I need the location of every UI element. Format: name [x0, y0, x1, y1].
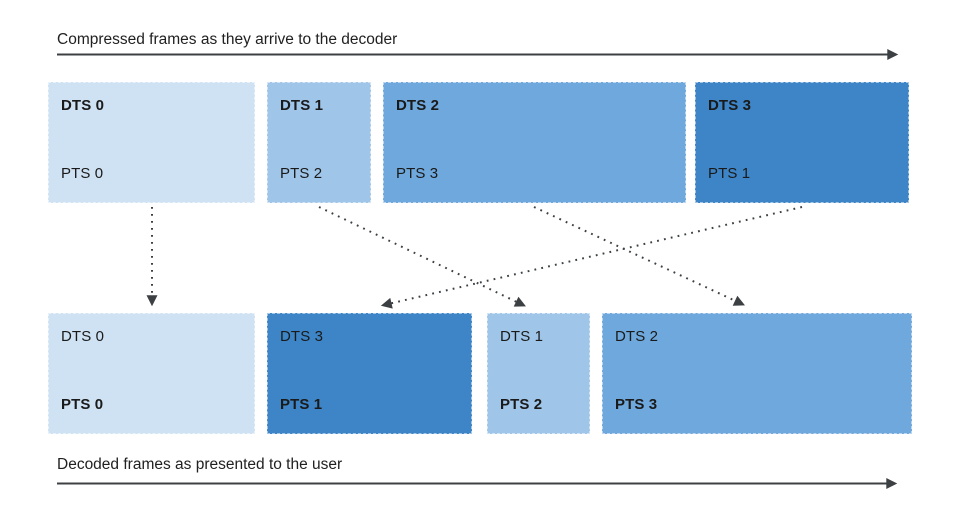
decoded-frame-2: DTS 1 PTS 2	[487, 313, 590, 434]
pts-label: PTS 0	[61, 165, 104, 182]
pts-label: PTS 1	[708, 165, 751, 182]
dts-label: DTS 3	[280, 328, 324, 345]
pts-label: PTS 2	[280, 165, 323, 182]
pts-label: PTS 1	[280, 396, 323, 413]
connector-dts1-to-pts2	[318, 206, 526, 307]
compressed-frame-2: DTS 2 PTS 3	[383, 82, 686, 203]
compressed-frame-3: DTS 3 PTS 1	[695, 82, 909, 203]
dts-label: DTS 1	[500, 328, 544, 345]
pts-label: PTS 3	[615, 396, 658, 413]
compressed-frame-0: DTS 0 PTS 0	[48, 82, 255, 203]
decoded-frame-3: DTS 2 PTS 3	[602, 313, 912, 434]
compressed-timeline-label: Compressed frames as they arrive to the …	[57, 31, 398, 48]
dts-label: DTS 1	[280, 97, 324, 114]
pts-label: PTS 3	[396, 165, 439, 182]
pts-label: PTS 0	[61, 396, 104, 413]
dts-label: DTS 0	[61, 328, 105, 345]
dts-label: DTS 2	[396, 97, 440, 114]
dts-label: DTS 0	[61, 97, 105, 114]
connector-dts3-to-pts1	[380, 206, 803, 309]
compressed-frame-1: DTS 1 PTS 2	[267, 82, 371, 203]
dts-label: DTS 2	[615, 328, 659, 345]
pts-label: PTS 2	[500, 396, 543, 413]
decoded-frame-0: DTS 0 PTS 0	[48, 313, 255, 434]
decoded-frame-1: DTS 3 PTS 1	[267, 313, 472, 434]
decoded-timeline-label: Decoded frames as presented to the user	[57, 456, 343, 473]
dts-label: DTS 3	[708, 97, 752, 114]
connector-dts2-to-pts3	[533, 206, 745, 306]
